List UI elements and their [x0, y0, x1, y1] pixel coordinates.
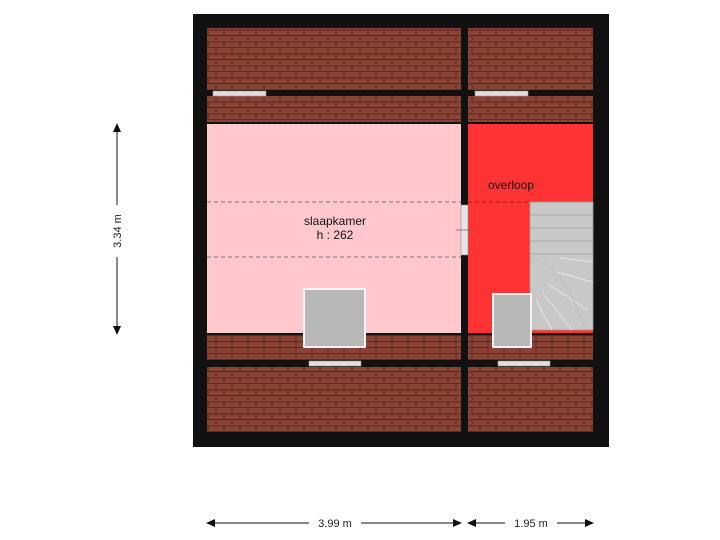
dimension-width-right: 1.95 m [467, 515, 594, 531]
beam-top [207, 90, 593, 96]
roof-band-top-right [468, 96, 593, 122]
dimension-width-right-label: 1.95 m [514, 518, 548, 530]
roof-top-right [468, 28, 593, 90]
skylight-landing [492, 293, 532, 348]
window-bottom-right [497, 360, 551, 367]
dimension-width-left: 3.99 m [206, 515, 462, 531]
staircase [529, 201, 594, 331]
dimension-vertical-label: 3.34 m [112, 214, 124, 248]
roof-top-left [207, 28, 461, 90]
dimension-vertical: 3.34 m [110, 123, 124, 335]
roof-band-top-left [207, 96, 461, 122]
window-bottom-left [308, 360, 362, 367]
roof-bottom-left [207, 367, 461, 432]
window-top-left [212, 90, 267, 97]
window-top-right [474, 90, 529, 97]
beam-bottom [207, 360, 593, 367]
bedroom-height: h : 262 [317, 228, 354, 242]
landing-name: overloop [488, 178, 534, 192]
dimension-width-left-label: 3.99 m [318, 518, 352, 530]
skylight-bedroom [303, 288, 366, 348]
roof-bottom-right [468, 367, 593, 432]
bedroom-name: slaapkamer [304, 214, 366, 228]
